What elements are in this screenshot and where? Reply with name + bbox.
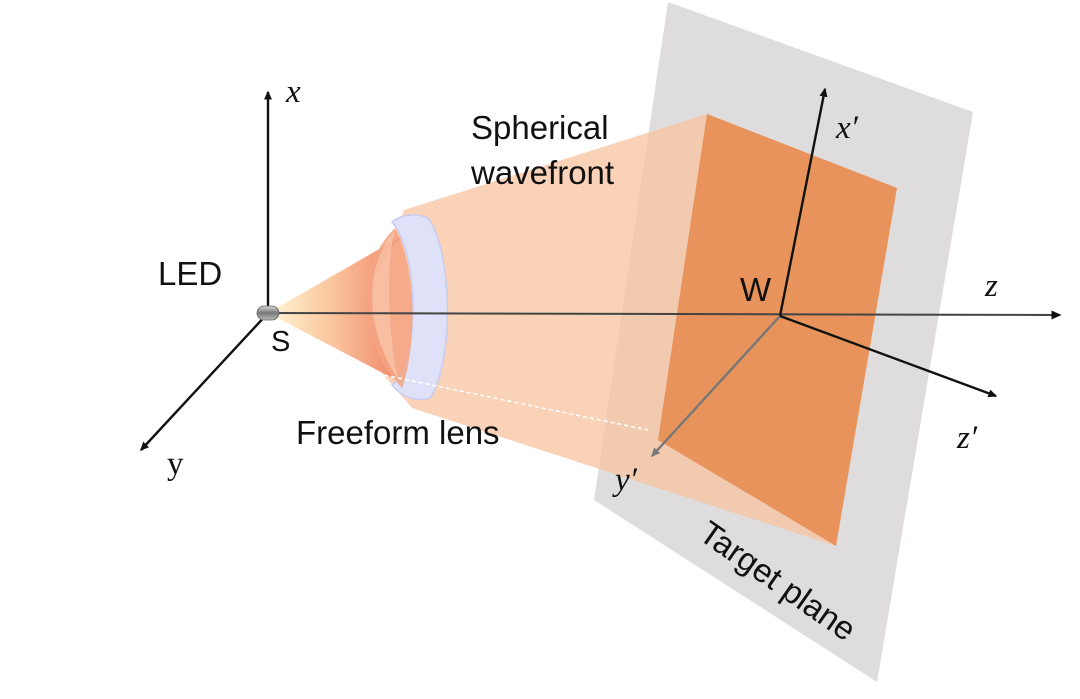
dashed-ray — [349, 367, 649, 431]
source-label: S — [271, 326, 290, 358]
led-body — [256, 305, 280, 321]
spherical-wavefront-label-line2: wavefront — [470, 154, 614, 191]
led-label: LED — [158, 255, 222, 292]
y-axis — [140, 312, 269, 451]
spherical-wavefront-label-line1: Spherical — [471, 109, 609, 146]
light-cone — [268, 236, 402, 382]
freeform-lens-label: Freeform lens — [296, 414, 500, 451]
x-prime-axis — [778, 87, 828, 317]
lens-rim — [390, 214, 449, 401]
z-axis — [261, 310, 1062, 320]
y-prime-axis — [651, 315, 781, 457]
illuminated-patch — [658, 114, 897, 546]
lens-face — [371, 232, 398, 380]
x-prime-axis-label: x′ — [835, 110, 859, 146]
y-axis-label: y — [167, 446, 184, 482]
target-center-label: W — [740, 271, 772, 308]
z-axis-label: z — [984, 268, 998, 304]
led — [256, 305, 280, 321]
y-prime-axis-label: y′ — [612, 462, 638, 498]
z-prime-axis — [779, 314, 998, 398]
x-axis-label: x — [285, 74, 301, 110]
z-prime-axis-label: z′ — [956, 420, 978, 456]
freeform-lens — [365, 214, 449, 401]
